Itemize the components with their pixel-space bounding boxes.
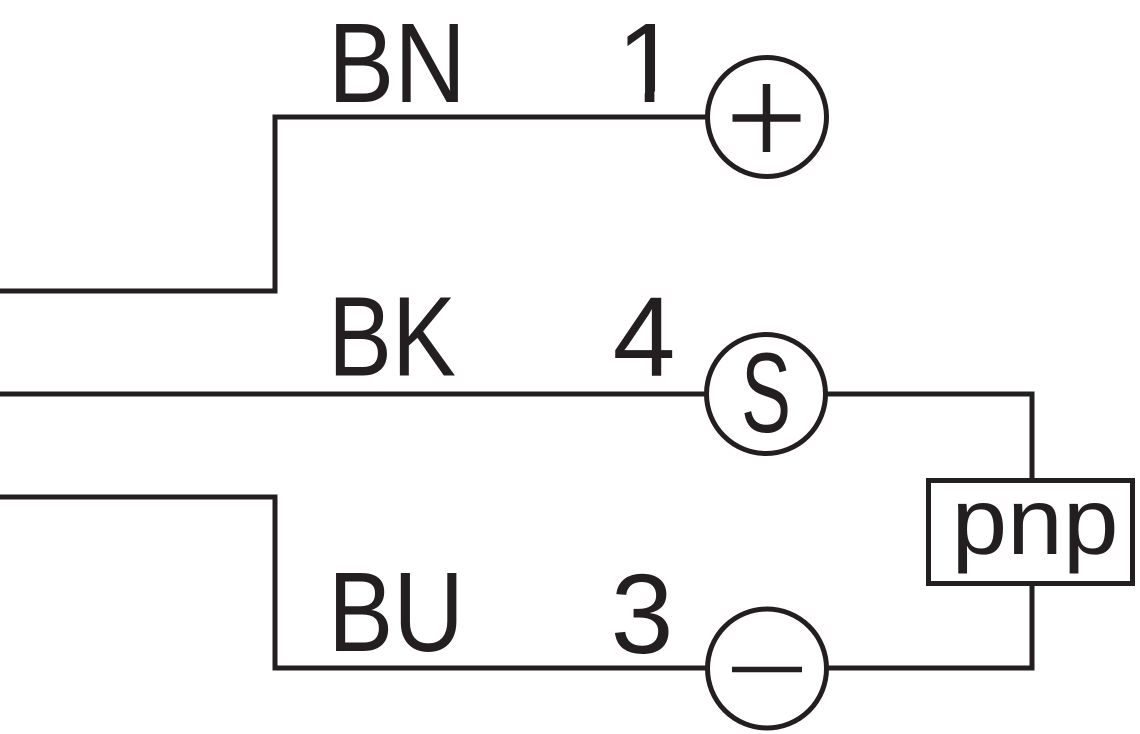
wire-s-to-pnp xyxy=(825,391,1035,486)
terminal-s-label: S xyxy=(741,330,791,456)
label-bn: BN xyxy=(328,0,466,126)
pin-label-3: 3 xyxy=(611,551,674,677)
pnp-label: pnp xyxy=(952,469,1119,575)
pin-label-1: 1 xyxy=(617,0,680,126)
wire-bn xyxy=(0,114,708,294)
pin-label-4: 4 xyxy=(613,274,676,400)
digit1-serif-mask-left xyxy=(612,91,645,106)
plus-icon xyxy=(732,84,801,152)
digit1-serif-mask-right xyxy=(654,91,685,106)
terminal-s-circle xyxy=(704,332,828,456)
wire-bu xyxy=(0,494,708,671)
label-bu: BU xyxy=(328,549,464,675)
label-bk: BK xyxy=(328,274,456,400)
wire-minus-to-pnp xyxy=(825,578,1035,671)
pnp-box xyxy=(926,478,1135,586)
